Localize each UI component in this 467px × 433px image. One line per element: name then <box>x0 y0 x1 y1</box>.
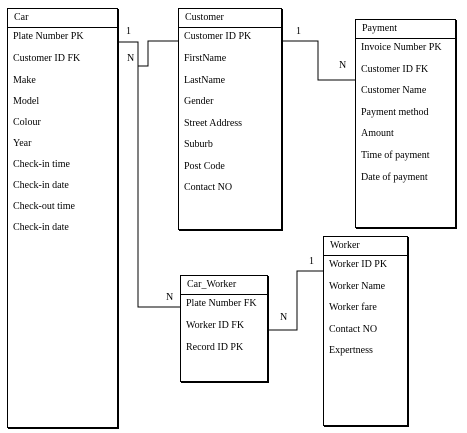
worker-attr-worker-name: Worker Name <box>329 281 386 292</box>
car-car-worker-many-label: N <box>166 292 174 303</box>
payment-attr-customer-id: Customer ID FK <box>361 64 429 75</box>
payment-attr-invoice-number: Invoice Number PK <box>361 42 442 53</box>
entity-car-title: Car <box>8 9 117 28</box>
entity-worker-title: Worker <box>324 237 407 256</box>
entity-payment-title: Payment <box>356 20 455 39</box>
customer-attr-first-name: FirstName <box>184 53 227 64</box>
customer-attr-suburb: Suburb <box>184 139 213 150</box>
worker-attr-worker-fare: Worker fare <box>329 302 377 313</box>
entity-payment: Payment Invoice Number PK Customer ID FK… <box>355 19 456 228</box>
worker-car-worker-many-label: N <box>280 312 288 323</box>
customer-attr-contact-no: Contact NO <box>184 182 233 193</box>
car-attr-colour: Colour <box>13 117 41 128</box>
car-attr-model: Model <box>13 96 40 107</box>
entity-car: Car Plate Number PK Customer ID FK Make … <box>7 8 118 428</box>
car-attr-check-in-date-2: Check-in date <box>13 222 69 233</box>
customer-attr-street-address: Street Address <box>184 118 243 129</box>
entity-customer-title: Customer <box>179 9 281 28</box>
car-customer-many-label: N <box>127 53 135 64</box>
payment-attr-payment-method: Payment method <box>361 107 429 118</box>
customer-payment-one-label: 1 <box>296 26 301 37</box>
entity-worker: Worker Worker ID PK Worker Name Worker f… <box>323 236 408 426</box>
car-attr-plate-number: Plate Number PK <box>13 31 84 42</box>
worker-car-worker-link <box>268 270 323 331</box>
car-worker-attr-plate-number: Plate Number FK <box>186 298 257 309</box>
customer-payment-many-label: N <box>339 60 347 71</box>
worker-car-worker-one-label: 1 <box>309 256 314 267</box>
customer-payment-link <box>282 40 355 81</box>
worker-attr-expertness: Expertness <box>329 345 373 356</box>
customer-attr-last-name: LastName <box>184 75 226 86</box>
customer-attr-customer-id: Customer ID PK <box>184 31 252 42</box>
car-worker-attr-worker-id: Worker ID FK <box>186 320 245 331</box>
car-customer-link <box>118 40 178 67</box>
payment-attr-date-of-payment: Date of payment <box>361 172 428 183</box>
car-attr-year: Year <box>13 138 32 149</box>
car-car-worker-link <box>137 66 180 308</box>
worker-attr-worker-id: Worker ID PK <box>329 259 388 270</box>
entity-customer: Customer Customer ID PK FirstName LastNa… <box>178 8 282 230</box>
car-attr-check-out-time: Check-out time <box>13 201 75 212</box>
payment-attr-time-of-payment: Time of payment <box>361 150 430 161</box>
car-customer-one-label: 1 <box>126 26 131 37</box>
entity-car-worker: Car_Worker Plate Number FK Worker ID FK … <box>180 275 268 382</box>
customer-attr-gender: Gender <box>184 96 214 107</box>
car-attr-check-in-date: Check-in date <box>13 180 69 191</box>
payment-attr-amount: Amount <box>361 128 394 139</box>
car-attr-check-in-time: Check-in time <box>13 159 70 170</box>
car-worker-attr-record-id: Record ID PK <box>186 342 244 353</box>
payment-attr-customer-name: Customer Name <box>361 85 427 96</box>
entity-car-worker-title: Car_Worker <box>181 276 267 295</box>
customer-attr-post-code: Post Code <box>184 161 225 172</box>
car-attr-make: Make <box>13 75 36 86</box>
car-attr-customer-id: Customer ID FK <box>13 53 81 64</box>
worker-attr-contact-no: Contact NO <box>329 324 378 335</box>
